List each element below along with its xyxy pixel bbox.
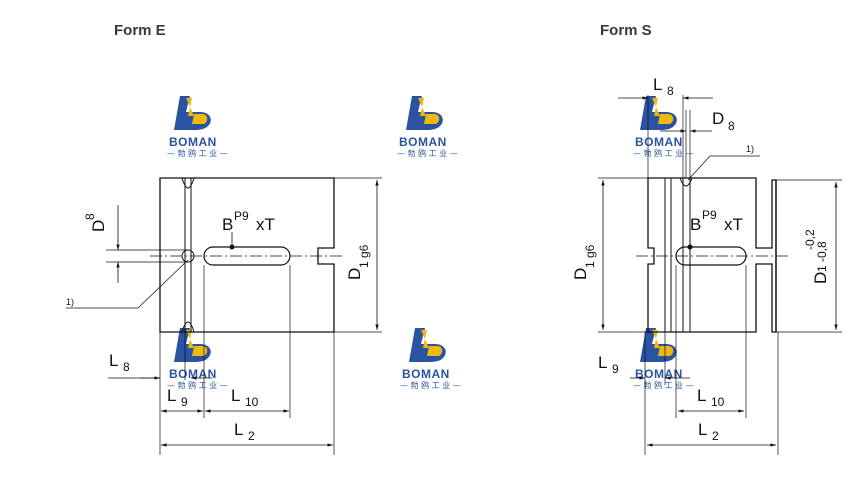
form-s-labels: L 8 D 8 1) B P9 xT D 1 g6 D 1 -0,8 -0,2 …: [571, 75, 830, 443]
form-e-d8-label: D: [89, 220, 108, 232]
form-e-title: Form E: [114, 22, 166, 39]
form-s-body-outline: [647, 177, 777, 333]
form-e-labels: D 8 1) B P9 xT D 1 g6 L 8 L 9 L 10 L 2: [66, 209, 371, 443]
watermark-brand: BOMAN: [635, 135, 683, 149]
form-s-d8-label: D: [712, 109, 724, 128]
form-s-l9-sub: 9: [612, 362, 619, 376]
form-s-l2-label: L: [698, 420, 707, 439]
form-s-note: 1): [746, 144, 754, 154]
watermark-subtitle: — 勃 鸥 工 业 —: [167, 148, 228, 158]
watermark-brand: BOMAN: [169, 135, 217, 149]
form-s-tol-top: -0,2: [803, 229, 817, 250]
watermark-brand: BOMAN: [399, 135, 447, 149]
form-s-l10-label: L: [697, 386, 706, 405]
form-s-l8-sub: 8: [667, 84, 674, 98]
watermark-logo: BOMAN — 勃 鸥 工 业 —: [167, 96, 228, 158]
form-e-note: 1): [66, 297, 74, 307]
form-s-d1-left-label: D: [571, 268, 590, 280]
form-e-b-label: B: [222, 215, 233, 234]
form-s-d1-left-sub: 1 g6: [583, 244, 597, 268]
form-e-l2-label: L: [234, 420, 243, 439]
watermark-subtitle: — 勃 鸥 工 业 —: [167, 380, 228, 390]
watermark-logo: BOMAN — 勃 鸥 工 业 —: [633, 96, 694, 158]
watermark-subtitle: — 勃 鸥 工 业 —: [633, 148, 694, 158]
form-e-l2-sub: 2: [248, 429, 255, 443]
form-s-l9-label: L: [598, 353, 607, 372]
form-s-d1-right-sub: 1 -0,8: [815, 241, 829, 272]
form-s-drawing: [598, 95, 842, 455]
form-e-body-outline: [159, 177, 335, 333]
form-s-d8-sub: 8: [728, 119, 735, 133]
form-e-d8-sub: 8: [83, 213, 97, 220]
watermark-logo: BOMAN — 勃 鸥 工 业 —: [400, 328, 461, 390]
form-s-xt-label: xT: [724, 215, 743, 234]
form-e-l8-sub: 8: [123, 360, 130, 374]
watermark-subtitle: — 勃 鸥 工 业 —: [400, 380, 461, 390]
watermark-brand: BOMAN: [402, 367, 450, 381]
form-e-l9-sub: 9: [181, 395, 188, 409]
form-e-l9-label: L: [167, 386, 176, 405]
form-e-d1-label: D: [345, 268, 364, 280]
form-s-l10-sub: 10: [711, 395, 725, 409]
form-e-l10-label: L: [231, 386, 240, 405]
watermark-subtitle: — 勃 鸥 工 业 —: [633, 380, 694, 390]
form-s-l8-label: L: [653, 75, 662, 94]
form-e-b-sup: P9: [234, 209, 249, 223]
form-s-b-label: B: [690, 215, 701, 234]
form-e-drawing: [66, 177, 382, 455]
form-s-b-sup: P9: [702, 208, 717, 222]
form-s-l2-sub: 2: [712, 429, 719, 443]
watermark-subtitle: — 勃 鸥 工 业 —: [397, 148, 458, 158]
form-e-l10-sub: 10: [245, 395, 259, 409]
form-s-title: Form S: [600, 22, 652, 39]
form-s-d1-right-label: D: [811, 272, 830, 284]
form-e-xt-label: xT: [256, 215, 275, 234]
watermark-logo: BOMAN — 勃 鸥 工 业 —: [167, 328, 228, 390]
watermark-brand: BOMAN: [169, 367, 217, 381]
form-e-d1-sub: 1 g6: [357, 244, 371, 268]
watermark-logo: BOMAN — 勃 鸥 工 业 —: [633, 328, 694, 390]
watermark-logo: BOMAN — 勃 鸥 工 业 —: [397, 96, 458, 158]
form-e-l8-label: L: [109, 351, 118, 370]
